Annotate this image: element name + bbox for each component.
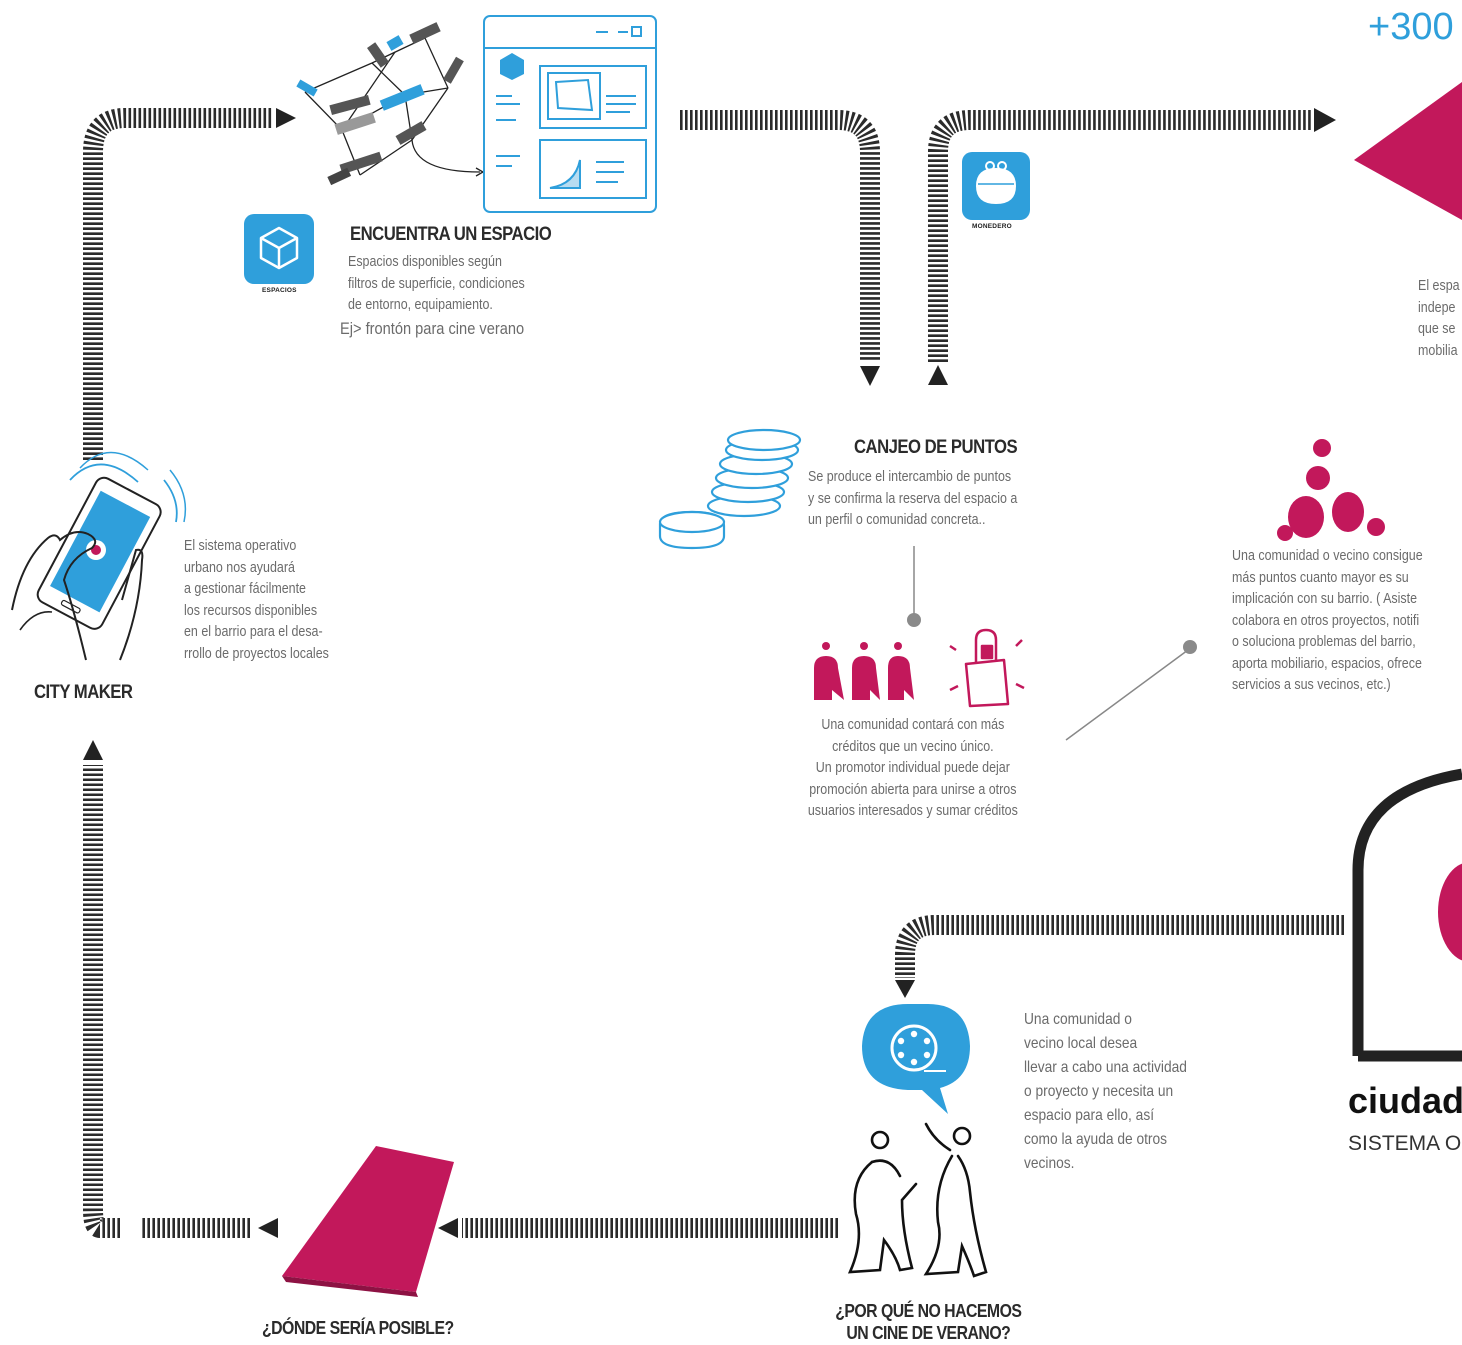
community-dots-icon xyxy=(1277,439,1385,541)
coins-icon xyxy=(658,428,802,550)
canjeo-line: un perfil o comunidad concreta.. xyxy=(808,512,986,528)
monedero-icon-label: MONEDERO xyxy=(972,223,1012,230)
actividad-line: o proyecto y necesita un xyxy=(1024,1083,1174,1100)
arrow-head-down-cine xyxy=(895,980,915,998)
path-left-loop xyxy=(83,108,272,1238)
brand-name: ciudad xyxy=(1348,1080,1462,1121)
arch-illustration xyxy=(1352,768,1462,1062)
path-bottom-right xyxy=(895,915,1344,978)
monedero-app-icon[interactable] xyxy=(962,152,1030,220)
shopping-bag-icon xyxy=(949,628,1025,708)
arrow-head-up-monedero xyxy=(928,365,948,385)
comunidad-line: créditos que un vecino único. xyxy=(832,738,994,755)
comunidad-line: promoción abierta para unirse a otros xyxy=(809,781,1017,798)
vecino-line: colabora en otros proyectos, notifi xyxy=(1232,612,1420,629)
arrow-heads xyxy=(83,108,1336,1238)
comunidad-line: usuarios interesados y sumar créditos xyxy=(807,803,1018,819)
cine-title: ¿POR QUÉ NO HACEMOS UN CINE DE VERANO? xyxy=(828,1300,1029,1344)
path-top-to-canjeo xyxy=(680,110,880,362)
right-partial-line: El espa xyxy=(1418,278,1460,294)
arrow-head-right-end xyxy=(1314,108,1336,132)
vecino-line: más puntos cuanto mayor es su xyxy=(1232,569,1409,586)
city-maker-line: El sistema operativo xyxy=(184,538,297,554)
brand-subtitle: SISTEMA OP xyxy=(1348,1132,1462,1155)
actividad-line: como la ayuda de otros xyxy=(1024,1131,1168,1148)
browser-window-illustration xyxy=(483,15,657,213)
espacios-app-icon[interactable] xyxy=(244,214,314,284)
city-maker-title: CITY MAKER xyxy=(34,682,133,703)
city-maker-line: urbano nos ayudará xyxy=(184,559,295,576)
connector-dot xyxy=(907,613,921,627)
donde-title: ¿DÓNDE SERÍA POSIBLE? xyxy=(262,1318,454,1338)
smartphone-hands-illustration xyxy=(11,451,187,661)
path-canjeo-to-right xyxy=(928,110,1312,362)
encuentra-text: Espacios disponibles según filtros de su… xyxy=(348,252,525,317)
actividad-line: llevar a cabo una actividad xyxy=(1024,1059,1187,1076)
actividad-text: Una comunidad o vecino local desea lleva… xyxy=(1024,1008,1187,1176)
right-partial-line: mobilia xyxy=(1418,342,1458,359)
city-maker-text: El sistema operativo urbano nos ayudará … xyxy=(184,536,329,665)
actividad-line: vecinos. xyxy=(1024,1155,1075,1172)
cine-line: UN CINE DE VERANO? xyxy=(846,1323,1011,1343)
encuentra-example: Ej> frontón para cine verano xyxy=(340,319,525,338)
vecino-line: servicios a sus vecinos, etc.) xyxy=(1232,677,1391,693)
community-people-icon xyxy=(814,642,914,700)
cine-line: ¿POR QUÉ NO HACEMOS xyxy=(835,1301,1022,1321)
arrow-head-up-citymaker xyxy=(83,740,103,760)
vecino-line: implicación con su barrio. ( Asiste xyxy=(1232,591,1418,607)
encuentra-line: Espacios disponibles según xyxy=(348,254,502,270)
encuentra-title: ENCUENTRA UN ESPACIO xyxy=(350,224,552,245)
canjeo-title: CANJEO DE PUNTOS xyxy=(854,437,1018,458)
right-partial-line: que se xyxy=(1418,321,1456,337)
vecino-puntos-text: Una comunidad o vecino consigue más punt… xyxy=(1232,546,1423,697)
speech-bubble-film-icon xyxy=(862,1004,970,1114)
encuentra-line: de entorno, equipamiento. xyxy=(348,297,493,313)
vecino-line: aporta mobiliario, espacios, ofrece xyxy=(1232,655,1422,672)
canjeo-line: y se confirma la reserva del espacio a xyxy=(808,490,1018,507)
right-partial-text: El espa indepe que se mobilia xyxy=(1418,276,1460,362)
actividad-line: vecino local desea xyxy=(1024,1035,1138,1052)
two-people-illustration xyxy=(847,1122,988,1278)
comunidad-line: Un promotor individual puede dejar xyxy=(815,760,1010,776)
vecino-line: Una comunidad o vecino consigue xyxy=(1232,548,1423,564)
flow-path xyxy=(83,108,1344,1238)
arrow-head-left-donde xyxy=(438,1218,458,1238)
city-maker-line: los recursos disponibles xyxy=(184,602,318,619)
magenta-triangle-shape xyxy=(1354,82,1462,220)
comunidad-line: Una comunidad contará con más xyxy=(821,717,1005,733)
canjeo-line: Se produce el intercambio de puntos xyxy=(808,469,1012,485)
arrow-head-down-canjeo xyxy=(860,366,880,386)
city-maker-line: en el barrio para el desa- xyxy=(184,624,323,640)
actividad-line: Una comunidad o xyxy=(1024,1011,1132,1028)
city-maker-line: rrollo de proyectos locales xyxy=(184,645,329,662)
actividad-line: espacio para ello, así xyxy=(1024,1107,1155,1124)
espacios-icon-label: ESPACIOS xyxy=(262,287,297,294)
connector-lines xyxy=(913,546,1189,741)
vecino-line: o soluciona problemas del barrio, xyxy=(1232,634,1416,650)
map-parallelogram-edge xyxy=(282,1276,418,1297)
city-maker-line: a gestionar fácilmente xyxy=(184,581,306,597)
connector-dot xyxy=(1183,640,1197,654)
header-number: +300 xyxy=(1368,6,1454,48)
map-parallelogram-shape xyxy=(282,1146,454,1292)
encuentra-line: filtros de superficie, condiciones xyxy=(348,275,525,292)
network-graph-illustration xyxy=(296,22,485,186)
right-partial-line: indepe xyxy=(1418,299,1456,316)
comunidad-text: Una comunidad contará con más créditos q… xyxy=(786,715,1040,823)
arrow-head-left-end xyxy=(258,1218,278,1238)
canjeo-text: Se produce el intercambio de puntos y se… xyxy=(808,467,1017,532)
arrow-head-right-top xyxy=(276,108,296,128)
